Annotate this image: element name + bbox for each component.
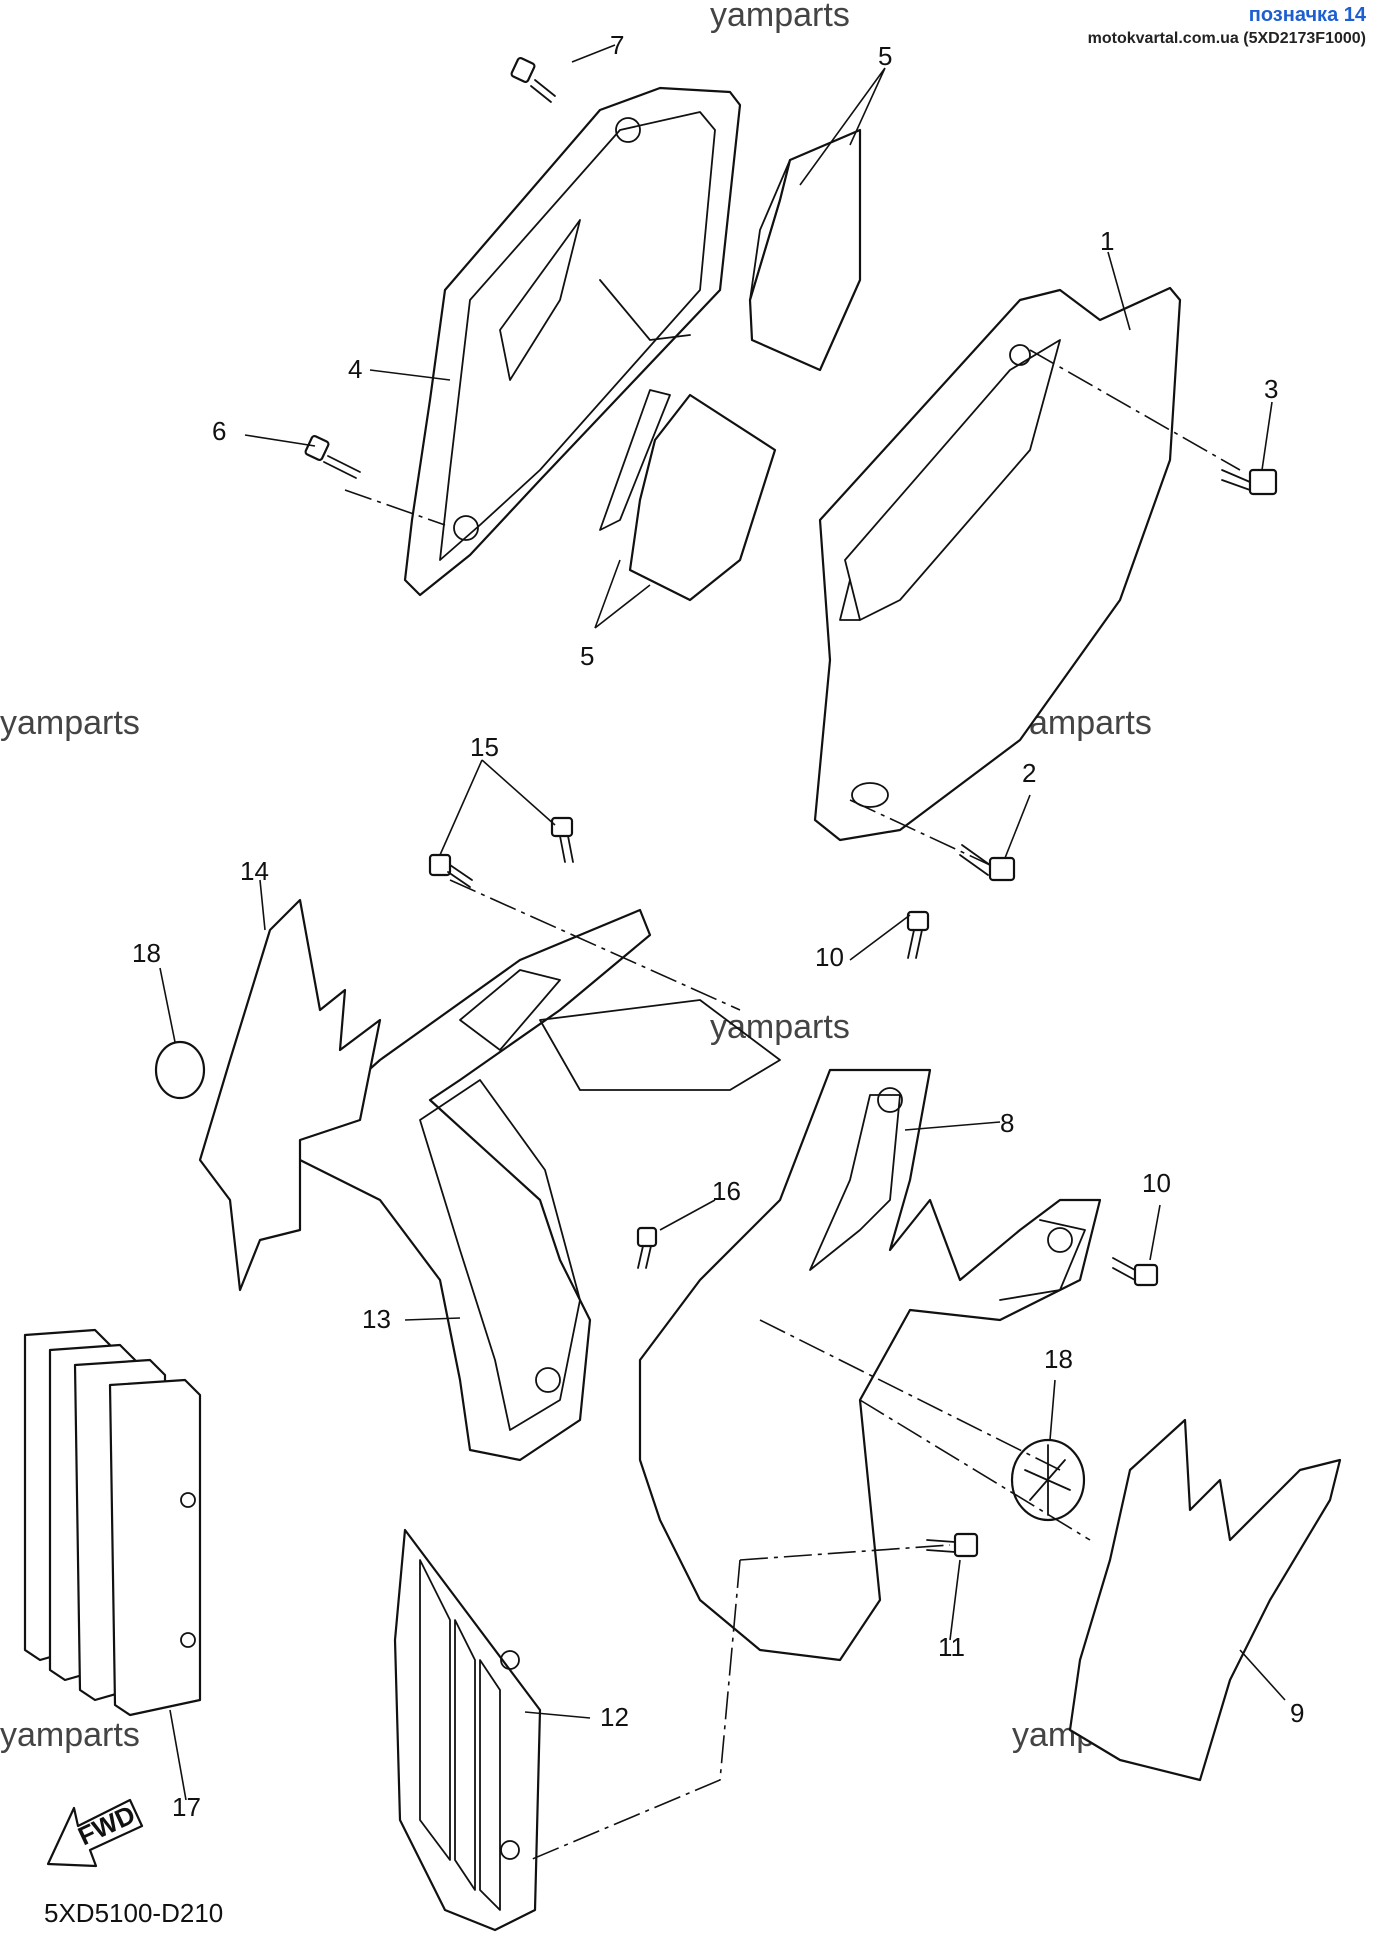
callout-10: 10 [815, 942, 844, 972]
callout-18: 18 [1044, 1344, 1073, 1374]
part-5-decal-upper [748, 128, 862, 372]
bolt-2 [959, 844, 1016, 882]
callout-3: 3 [1264, 374, 1278, 404]
bolt-15b [550, 816, 574, 863]
callout-11: 11 [938, 1632, 965, 1662]
part-17-guard-plate [23, 1328, 202, 1717]
callout-14: 14 [240, 856, 269, 886]
bolt-15a [428, 853, 473, 888]
bolt-3 [1221, 468, 1278, 496]
callout-7: 7 [610, 30, 624, 60]
callout-15: 15 [470, 732, 499, 762]
callout-6: 6 [212, 416, 226, 446]
diagram-code: 5XD5100-D210 [44, 1898, 223, 1928]
fwd-arrow-icon: FWD [46, 1798, 144, 1868]
bolt-11 [926, 1532, 979, 1558]
callout-5: 5 [878, 41, 892, 71]
callout-18: 18 [132, 938, 161, 968]
part-13-radiator-scoop [288, 908, 781, 1462]
part-12-radiator-guard [393, 1528, 542, 1932]
callout-13: 13 [362, 1304, 391, 1334]
callout-4: 4 [348, 354, 362, 384]
header-source: motokvartal.com.ua (5XD2173F1000) [1087, 30, 1366, 47]
bolt-10a [906, 910, 930, 959]
part-14-decal [198, 898, 382, 1292]
callout-5: 5 [580, 641, 594, 671]
callout-2: 2 [1022, 758, 1036, 788]
part-18-emblem [154, 1040, 206, 1100]
bolt-6 [304, 435, 361, 479]
callout-17: 17 [172, 1792, 201, 1822]
callout-16: 16 [712, 1176, 741, 1206]
part-5-decal-lower [599, 389, 777, 602]
part-1-number-plate [813, 286, 1182, 842]
watermark: yamparts [710, 1008, 850, 1046]
bolt-7 [510, 57, 556, 103]
bolt-10b [1112, 1257, 1159, 1287]
callout-1: 1 [1100, 226, 1114, 256]
watermark: yamparts [0, 1716, 140, 1754]
callout-10: 10 [1142, 1168, 1171, 1198]
part-18-emblem-logo [1010, 1438, 1086, 1522]
part-9-decal [1068, 1418, 1342, 1782]
watermark: yamparts [0, 704, 140, 742]
callout-12: 12 [600, 1702, 629, 1732]
callout-8: 8 [1000, 1108, 1014, 1138]
header-title: позначка 14 [1248, 4, 1366, 26]
bolt-16 [636, 1226, 658, 1269]
watermark: yamparts [710, 0, 850, 34]
callout-9: 9 [1290, 1698, 1304, 1728]
part-8-shroud [638, 1068, 1102, 1662]
part-4-side-cover [403, 86, 742, 597]
